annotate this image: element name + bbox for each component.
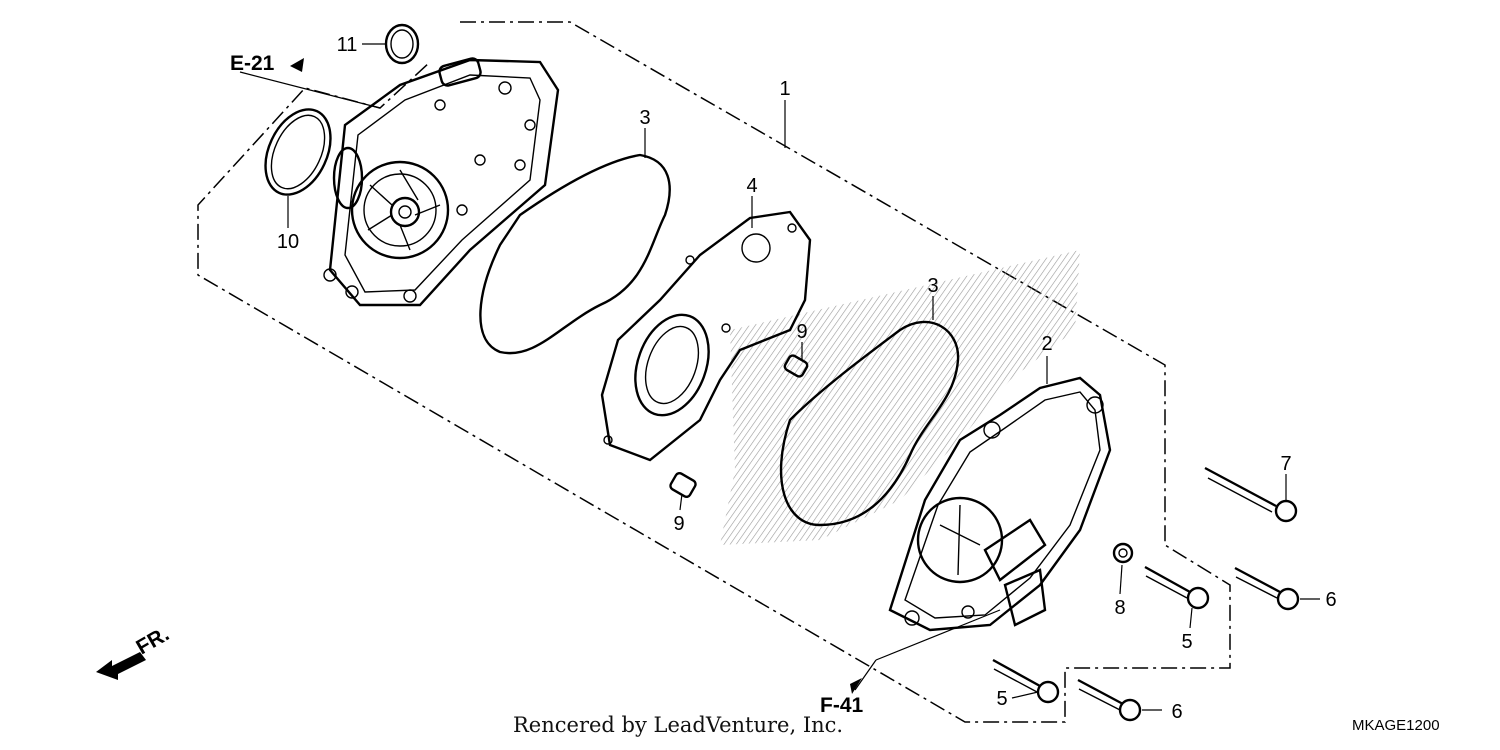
callout-8: 8 — [1114, 597, 1125, 619]
callout-3b: 3 — [927, 275, 938, 297]
washer-8 — [1112, 542, 1134, 564]
ref-f41: F-41 — [820, 694, 864, 717]
callout-1: 1 — [779, 78, 790, 100]
large-o-ring — [264, 108, 332, 196]
bolt-5-upper — [1144, 565, 1210, 610]
diagram-code: MKAGE1200 — [1352, 717, 1440, 734]
bolt-6-upper — [1234, 566, 1300, 611]
front-arrow-icon — [96, 652, 146, 680]
callout-9a: 9 — [796, 321, 807, 343]
large-o-ring-inner — [270, 114, 326, 190]
callout-6b: 6 — [1171, 701, 1182, 723]
bolt-6-lower — [1077, 678, 1142, 722]
watermark-shading — [720, 250, 1080, 545]
ref-e21: E-21 — [230, 52, 275, 75]
callout-5b: 5 — [996, 688, 1007, 710]
arrow-e21 — [290, 58, 304, 72]
leader-lines — [239, 43, 1320, 711]
callout-5a: 5 — [1181, 631, 1192, 653]
credit-text: Rencered by LeadVenture, Inc. — [513, 713, 843, 737]
small-o-ring-inner — [390, 29, 414, 59]
arrow-f41 — [850, 678, 862, 694]
callout-2: 2 — [1041, 333, 1052, 355]
cover-plate — [600, 210, 812, 462]
bolt-7 — [1204, 466, 1298, 523]
callout-9b: 9 — [673, 513, 684, 535]
assembly-outline — [197, 21, 1231, 723]
callout-4: 4 — [746, 175, 757, 197]
callout-3a: 3 — [639, 107, 650, 129]
bolts — [992, 466, 1300, 722]
gasket-right — [779, 320, 960, 527]
callout-6a: 6 — [1325, 589, 1336, 611]
callout-10: 10 — [277, 231, 299, 253]
dowel-pins — [669, 354, 809, 499]
pump-cover — [888, 376, 1112, 632]
gasket-left — [479, 153, 671, 355]
water-pump-body — [323, 57, 560, 307]
callout-11: 11 — [337, 34, 358, 56]
callout-7: 7 — [1280, 453, 1291, 475]
